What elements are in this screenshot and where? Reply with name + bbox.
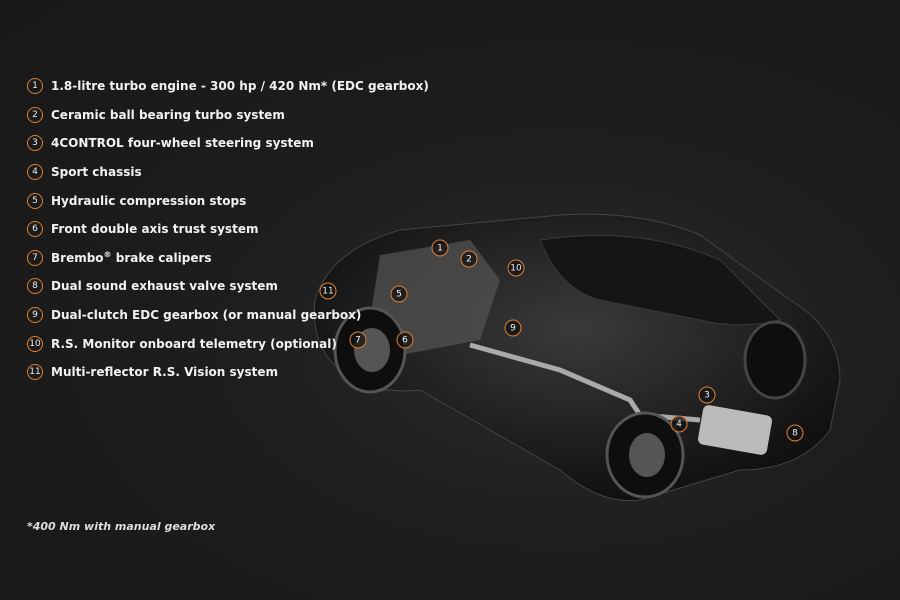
number-badge: 3 [27, 135, 43, 152]
marker-8[interactable]: 8 [786, 424, 804, 442]
legend-label: Multi-reflector R.S. Vision system [51, 365, 279, 380]
marker-6[interactable]: 6 [396, 331, 414, 349]
number-badge: 5 [27, 192, 43, 209]
number-badge: 4 [27, 164, 43, 181]
marker-7[interactable]: 7 [349, 331, 367, 349]
legend-item: 8 Dual sound exhaust valve system [27, 272, 429, 301]
label-rest: brake calipers [111, 251, 212, 266]
legend-label: Hydraulic compression stops [51, 193, 247, 208]
muffler [698, 405, 772, 455]
marker-1[interactable]: 1 [431, 239, 449, 257]
footnote: *400 Nm with manual gearbox [27, 520, 216, 533]
legend-label: Dual sound exhaust valve system [51, 279, 278, 294]
feature-legend: 1 1.8-litre turbo engine - 300 hp / 420 N… [27, 72, 429, 387]
number-badge: 11 [27, 364, 43, 381]
brand-name: Brembo [51, 251, 104, 266]
marker-3[interactable]: 3 [698, 386, 716, 404]
legend-item: 3 4CONTROL four-wheel steering system [27, 129, 429, 158]
legend-item: 6 Front double axis trust system [27, 215, 429, 244]
marker-9[interactable]: 9 [504, 319, 522, 337]
marker-2[interactable]: 2 [460, 250, 478, 268]
rear-brake-disc [629, 433, 665, 477]
engine-block [370, 240, 500, 355]
rear-right-wheel [743, 320, 807, 400]
legend-item: 10 R.S. Monitor onboard telemetry (option… [27, 329, 429, 358]
legend-item: 7 Brembo® brake calipers [27, 244, 429, 273]
legend-label: Brembo® brake calipers [51, 250, 212, 265]
legend-item: 5 Hydraulic compression stops [27, 186, 429, 215]
legend-item: 4 Sport chassis [27, 158, 429, 187]
marker-4[interactable]: 4 [670, 415, 688, 433]
legend-item: 9 Dual-clutch EDC gearbox (or manual gear… [27, 301, 429, 330]
marker-10[interactable]: 10 [507, 259, 525, 277]
legend-label: 4CONTROL four-wheel steering system [51, 136, 314, 151]
number-badge: 8 [27, 278, 43, 295]
legend-label: 1.8-litre turbo engine - 300 hp / 420 Nm… [51, 79, 429, 94]
number-badge: 1 [27, 78, 43, 95]
marker-5[interactable]: 5 [390, 285, 408, 303]
legend-label: Dual-clutch EDC gearbox (or manual gearb… [51, 308, 362, 323]
legend-label: Ceramic ball bearing turbo system [51, 107, 285, 122]
legend-item: 2 Ceramic ball bearing turbo system [27, 101, 429, 130]
number-badge: 9 [27, 307, 43, 324]
number-badge: 2 [27, 106, 43, 123]
marker-11[interactable]: 11 [319, 282, 337, 300]
legend-label: Front double axis trust system [51, 222, 259, 237]
number-badge: 7 [27, 249, 43, 266]
number-badge: 6 [27, 221, 43, 238]
legend-label: R.S. Monitor onboard telemetry (optional… [51, 336, 337, 351]
number-badge: 10 [27, 335, 43, 352]
legend-item: 11 Multi-reflector R.S. Vision system [27, 358, 429, 387]
registered-mark: ® [103, 250, 112, 260]
legend-label: Sport chassis [51, 165, 142, 180]
legend-item: 1 1.8-litre turbo engine - 300 hp / 420 N… [27, 72, 429, 101]
car-roof [539, 235, 781, 326]
